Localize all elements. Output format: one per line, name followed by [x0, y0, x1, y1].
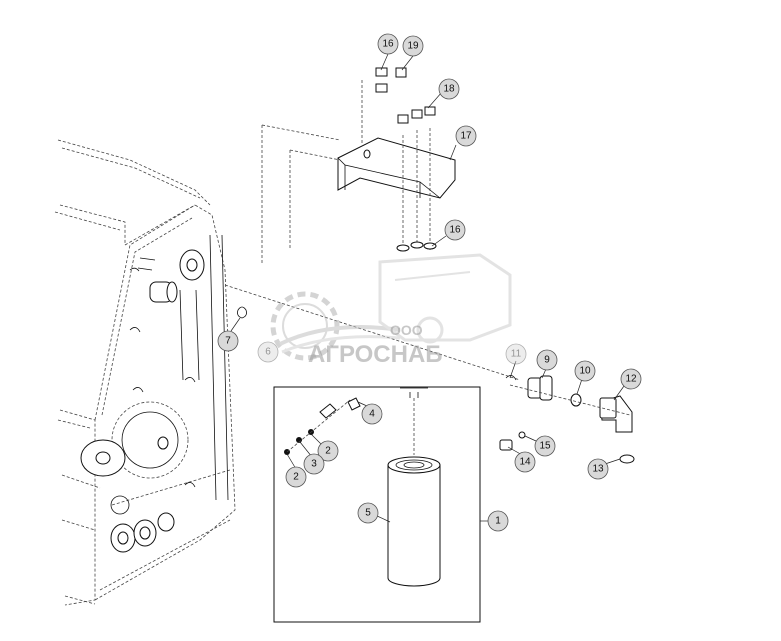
agrosnab-watermark: [270, 253, 512, 361]
watermark-line2: АГРОСНАБ: [308, 341, 443, 368]
svg-text:12: 12: [625, 374, 637, 385]
svg-text:2: 2: [293, 472, 299, 483]
svg-text:3: 3: [311, 459, 317, 470]
svg-text:4: 4: [369, 409, 375, 420]
callout-4: 4: [361, 403, 383, 425]
callout-6: 6: [257, 341, 279, 363]
watermark-line1: ООО: [390, 322, 423, 338]
svg-text:6: 6: [265, 347, 271, 358]
callout-5: 5: [357, 502, 379, 524]
combine-harvester-logo: [378, 253, 512, 344]
callout-14: 14: [514, 451, 536, 473]
svg-text:16: 16: [382, 39, 394, 50]
callout-15: 15: [534, 435, 556, 457]
callout-1: 1: [487, 510, 509, 532]
callout-18: 18: [438, 78, 460, 100]
filter-assembly-box: [273, 386, 481, 623]
callout-13: 13: [587, 458, 609, 480]
callout-16-top: 16: [377, 33, 399, 55]
svg-text:16: 16: [449, 225, 461, 236]
svg-text:7: 7: [225, 336, 231, 347]
callout-17: 17: [455, 125, 477, 147]
mounting-bracket: [261, 67, 456, 265]
svg-text:18: 18: [443, 84, 455, 95]
hydraulic-fittings: [224, 284, 635, 464]
svg-text:10: 10: [579, 366, 591, 377]
svg-text:11: 11: [511, 349, 522, 360]
callout-3: 3: [303, 453, 325, 475]
svg-text:15: 15: [539, 441, 551, 452]
svg-text:5: 5: [365, 508, 371, 519]
callout-9: 9: [536, 349, 558, 371]
sprocket: [111, 401, 189, 479]
callout-10: 10: [574, 360, 596, 382]
callout-7: 7: [217, 330, 239, 352]
callout-12: 12: [620, 368, 642, 390]
svg-text:2: 2: [325, 446, 331, 457]
svg-text:19: 19: [407, 41, 419, 52]
svg-text:9: 9: [544, 355, 550, 366]
machine-frame: [54, 139, 236, 606]
svg-text:1: 1: [495, 516, 501, 527]
callout-16-bottom: 16: [444, 219, 466, 241]
callout-19: 19: [402, 35, 424, 57]
callout-2-right: 2: [317, 440, 339, 462]
callout-2-left: 2: [285, 466, 307, 488]
svg-text:13: 13: [592, 464, 604, 475]
svg-text:17: 17: [460, 131, 472, 142]
gear-logo: [270, 291, 401, 361]
svg-text:14: 14: [519, 457, 531, 468]
callout-11: 11: [505, 343, 527, 365]
filter-cartridge: [387, 456, 441, 587]
